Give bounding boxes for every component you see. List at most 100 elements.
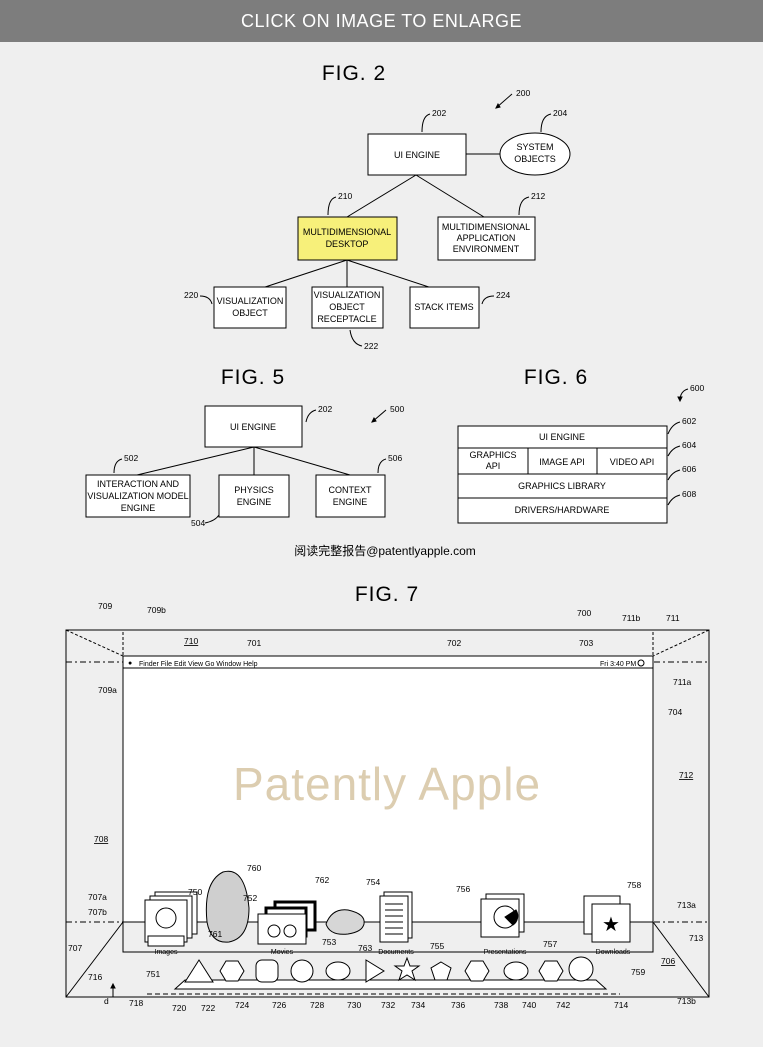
ref-759: 759	[631, 967, 645, 977]
fig5-interaction-line3: ENGINE	[121, 503, 156, 513]
fig7-menubar-items[interactable]: Finder File Edit View Go Window Help	[139, 661, 258, 668]
fig5-title: FIG. 5	[221, 366, 285, 389]
ref-224: 224	[496, 290, 510, 300]
fig2-vis-receptacle-line2: OBJECT	[329, 302, 365, 312]
ref-710: 710	[184, 636, 198, 646]
stack-documents[interactable]: Documents	[378, 891, 414, 956]
ref-220: 220	[184, 290, 198, 300]
enlarge-banner-text: CLICK ON IMAGE TO ENLARGE	[241, 10, 522, 31]
fig7-menubar-clock: Fri 3:40 PM	[600, 661, 636, 668]
fig5-physics-line1: PHYSICS	[234, 485, 274, 495]
stack-images-label: Images	[155, 949, 178, 956]
fig6: FIG. 6 600 UI ENGINE GRAPHICS API IMAGE …	[457, 366, 704, 524]
fig2-vis-object-box	[213, 286, 287, 329]
ref-709: 709	[98, 601, 112, 611]
patent-figures: FIG. 2 200 UI ENGINE 202 SYSTEM OBJECTS …	[65, 62, 710, 1013]
fig5-physics-box	[218, 474, 290, 518]
fig5-interaction-box	[85, 474, 191, 518]
ref-608: 608	[682, 489, 696, 499]
spotlight-icon[interactable]	[637, 659, 645, 667]
fig2-ui-engine-label: UI ENGINE	[394, 150, 440, 160]
ref-707a: 707a	[88, 892, 107, 902]
fig5-ui-engine-label: UI ENGINE	[230, 422, 276, 432]
fig2: FIG. 2 200 UI ENGINE 202 SYSTEM OBJECTS …	[184, 62, 571, 351]
ref-755: 755	[430, 941, 444, 951]
fig2-system-objects-line2: OBJECTS	[514, 154, 556, 164]
fig7: FIG. 7 ● Finder File Edit View Go Window…	[65, 583, 710, 998]
fig5-context-line2: ENGINE	[333, 497, 368, 507]
fig7-bottom-perspective	[65, 921, 710, 998]
fig2-desktop-line1: MULTIDIMENSIONAL	[303, 227, 391, 237]
ref-738: 738	[494, 1000, 508, 1010]
fig7-outer-frame	[65, 629, 710, 998]
ref-753: 753	[322, 937, 336, 947]
ref-606: 606	[682, 464, 696, 474]
ref-713: 713	[689, 933, 703, 943]
fig2-desktop-line2: DESKTOP	[326, 239, 369, 249]
ref-d: d	[104, 996, 109, 1006]
fig5-interaction-line2: VISUALIZATION MODEL	[87, 491, 188, 501]
ref-707b: 707b	[88, 907, 107, 917]
fig6-ui-engine-label: UI ENGINE	[539, 432, 585, 442]
ref-711: 711	[666, 613, 680, 623]
fig5-physics-line2: ENGINE	[237, 497, 272, 507]
fig6-title: FIG. 6	[524, 366, 588, 389]
stack-presentations-label: Presentations	[484, 949, 527, 956]
fig2-desktop-highlight	[298, 217, 397, 260]
ref-702: 702	[447, 638, 461, 648]
stack-movies-fan-blob	[325, 909, 365, 935]
ref-504: 504	[191, 518, 205, 528]
ref-722: 722	[201, 1003, 215, 1013]
ref-750: 750	[188, 887, 202, 897]
ref-707: 707	[68, 943, 82, 953]
fig5-edges	[136, 446, 351, 476]
fig5-interaction-line1: INTERACTION AND	[97, 479, 180, 489]
ref-200: 200	[516, 88, 530, 98]
stack-images[interactable]: Images	[144, 891, 198, 956]
fig7-menubar	[122, 655, 654, 669]
fig2-stack-items-label: STACK ITEMS	[414, 302, 473, 312]
fig2-app-env-box	[437, 216, 536, 261]
fig6-graphics-api-line1: GRAPHICS	[469, 450, 516, 460]
fig6-image-api-label: IMAGE API	[539, 457, 585, 467]
ref-734: 734	[411, 1000, 425, 1010]
fig2-system-objects-ellipse	[499, 132, 571, 176]
stack-downloads[interactable]: ★ Downloads	[583, 895, 631, 956]
ref-506: 506	[388, 453, 402, 463]
fig7-shelf	[173, 979, 608, 990]
source-note[interactable]: 阅读完整报告@patentlyapple.com	[294, 543, 476, 558]
ref-760: 760	[247, 863, 261, 873]
ref-726: 726	[272, 1000, 286, 1010]
fig2-vis-receptacle-line3: RECEPTACLE	[317, 314, 376, 324]
fig2-vis-receptacle-line1: VISUALIZATION	[314, 290, 381, 300]
ref-711b: 711b	[622, 613, 641, 623]
svg-text:●: ●	[128, 660, 132, 667]
ref-210: 210	[338, 191, 352, 201]
ref-740: 740	[522, 1000, 536, 1010]
ref-202-fig5: 202	[318, 404, 332, 414]
ref-720: 720	[172, 1003, 186, 1013]
fig6-drivers-label: DRIVERS/HARDWARE	[515, 505, 610, 515]
ref-704: 704	[668, 707, 682, 717]
fig2-desktop-box	[297, 216, 398, 261]
star-icon: ★	[602, 914, 620, 936]
ref-204: 204	[553, 108, 567, 118]
ref-714: 714	[614, 1000, 628, 1010]
ref-754: 754	[366, 877, 380, 887]
fig6-graphics-api-line2: API	[486, 461, 501, 471]
stack-presentations[interactable]: Presentations	[480, 893, 527, 956]
enlarge-banner[interactable]: CLICK ON IMAGE TO ENLARGE	[0, 0, 763, 42]
fig5-context-box	[315, 474, 386, 518]
ref-500: 500	[390, 404, 404, 414]
ref-756: 756	[456, 884, 470, 894]
shelf-shapes[interactable]	[184, 956, 594, 983]
fig7-refs: 709 709b 710 701 702 700 703 711b 711 70…	[68, 601, 703, 1013]
watermark: Patently Apple	[233, 758, 541, 810]
ref-728: 728	[310, 1000, 324, 1010]
ref-709b: 709b	[147, 605, 166, 615]
fig6-graphics-library-label: GRAPHICS LIBRARY	[518, 481, 606, 491]
fig2-app-env-line2: APPLICATION	[457, 233, 516, 243]
stack-movies[interactable]: Movies	[257, 900, 317, 956]
ref-736: 736	[451, 1000, 465, 1010]
ref-706: 706	[661, 956, 675, 966]
